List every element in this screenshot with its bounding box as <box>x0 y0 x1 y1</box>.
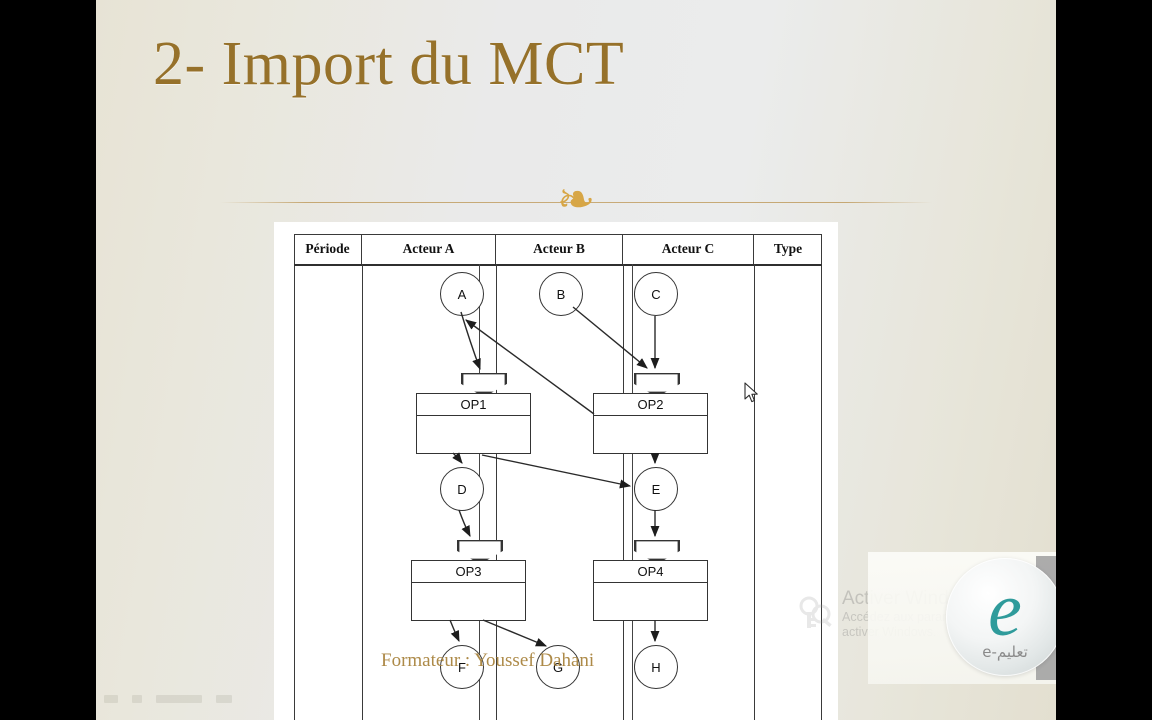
key-icon <box>799 596 832 628</box>
control-mark-1 <box>104 695 118 704</box>
operation-box-op4[interactable]: OP4 <box>593 560 708 621</box>
column-divider-1 <box>362 264 363 720</box>
control-mark-3 <box>156 695 202 704</box>
event-node-e[interactable]: E <box>634 467 678 511</box>
formateur-credit: Formateur : Youssef Dahani <box>381 650 595 671</box>
event-node-c[interactable]: C <box>634 272 678 316</box>
letterbox-right <box>1056 0 1152 720</box>
event-node-a[interactable]: A <box>440 272 484 316</box>
column-header-periode: Période <box>294 234 362 264</box>
ornament-divider: ❧ <box>220 176 932 227</box>
operation-box-op2[interactable]: OP2 <box>593 393 708 454</box>
diagram-panel: Période Acteur A Acteur B Acteur C Type … <box>274 222 838 720</box>
table-header-row: Période Acteur A Acteur B Acteur C Type <box>294 234 822 266</box>
presentation-slide: 2- Import du MCT ❧ Période Acteur A Acte… <box>96 0 1056 720</box>
letterbox-left <box>0 0 96 720</box>
logo-disc: e تعليم-e <box>946 558 1056 676</box>
operation-box-op3[interactable]: OP3 <box>411 560 526 621</box>
operation-title-op4: OP4 <box>594 561 707 583</box>
operation-body-op2 <box>594 416 707 475</box>
logo-arabic-text: تعليم-e <box>982 643 1028 661</box>
operation-title-op3: OP3 <box>412 561 525 583</box>
brand-logo: e تعليم-e <box>868 552 1056 684</box>
lifeline-acteur-c <box>632 264 633 720</box>
ornament-glyph-icon: ❧ <box>556 172 596 226</box>
column-header-type: Type <box>773 241 803 256</box>
column-divider-3 <box>623 264 624 720</box>
logo-letter-e: e <box>988 568 1022 652</box>
operation-body-op4 <box>594 583 707 642</box>
player-controls-faint[interactable] <box>104 690 334 712</box>
table-border <box>294 234 822 720</box>
event-node-g[interactable]: G <box>536 645 580 689</box>
operation-body-op1 <box>417 416 530 475</box>
event-node-h[interactable]: H <box>634 645 678 689</box>
column-divider-2 <box>496 264 497 720</box>
column-divider-4 <box>754 264 755 720</box>
mct-table: Période Acteur A Acteur B Acteur C Type … <box>294 234 822 720</box>
mouse-cursor-icon <box>744 382 758 403</box>
event-node-b[interactable]: B <box>539 272 583 316</box>
page-title: 2- Import du MCT <box>153 30 625 98</box>
event-node-f[interactable]: F <box>440 645 484 689</box>
operation-body-op3 <box>412 583 525 642</box>
control-mark-4 <box>216 695 232 704</box>
divider-rule <box>220 202 932 203</box>
column-header-acteur-a: Acteur A <box>362 234 496 264</box>
operation-title-op2: OP2 <box>594 394 707 416</box>
column-header-acteur-b: Acteur B <box>496 234 623 264</box>
control-mark-2 <box>132 695 142 704</box>
operation-title-op1: OP1 <box>417 394 530 416</box>
event-node-d[interactable]: D <box>440 467 484 511</box>
column-header-acteur-c: Acteur C <box>623 234 754 264</box>
operation-box-op1[interactable]: OP1 <box>416 393 531 454</box>
